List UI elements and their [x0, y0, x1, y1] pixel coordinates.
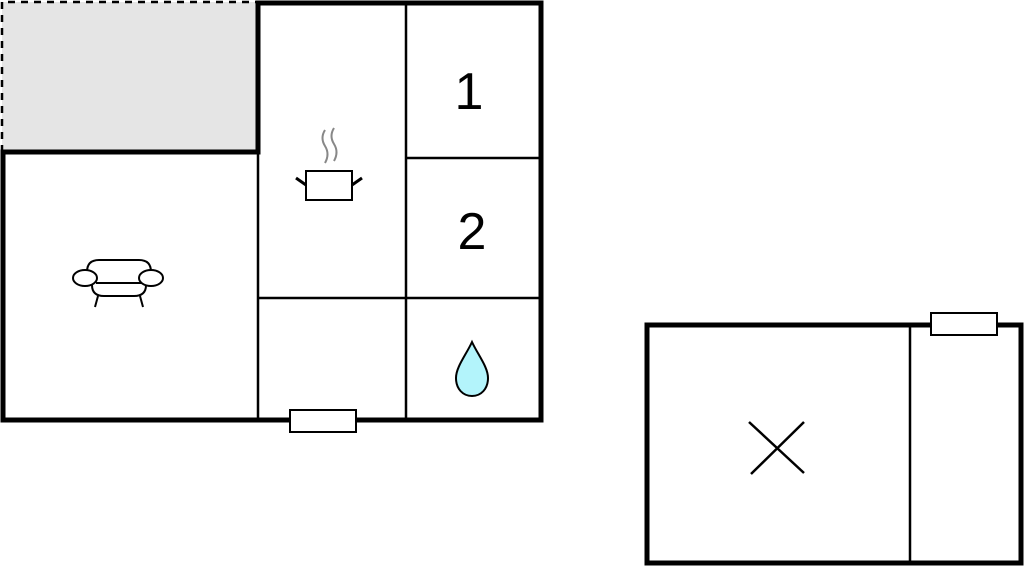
annex-entrance-door — [930, 312, 998, 336]
sofa-icon — [72, 259, 164, 308]
bedroom-2-label: 2 — [458, 203, 487, 261]
water-drop-icon — [454, 339, 490, 398]
cooking-pot-icon — [295, 127, 363, 201]
x-mark-icon — [748, 421, 805, 475]
bedroom-1-label: 1 — [455, 63, 484, 121]
main-entrance-door — [289, 409, 357, 433]
terrace-area — [0, 0, 258, 152]
annex-building — [644, 322, 1024, 566]
main-building — [0, 0, 544, 423]
